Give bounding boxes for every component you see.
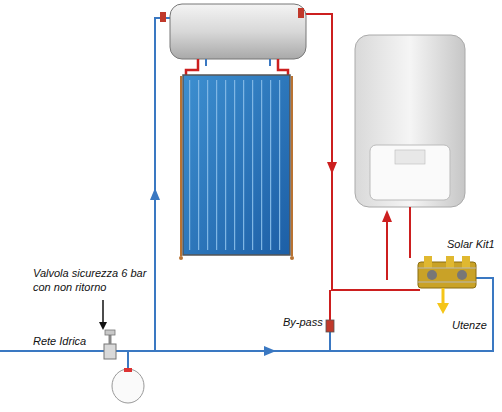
bypass-label: By-pass — [283, 315, 323, 329]
kit-label: Solar Kit1 — [447, 237, 495, 251]
inlet-label: Rete Idrica — [33, 334, 86, 348]
valve-label: Valvola sicurezza 6 bar con non ritorno — [33, 266, 151, 294]
outlet-label: Utenze — [452, 318, 487, 332]
